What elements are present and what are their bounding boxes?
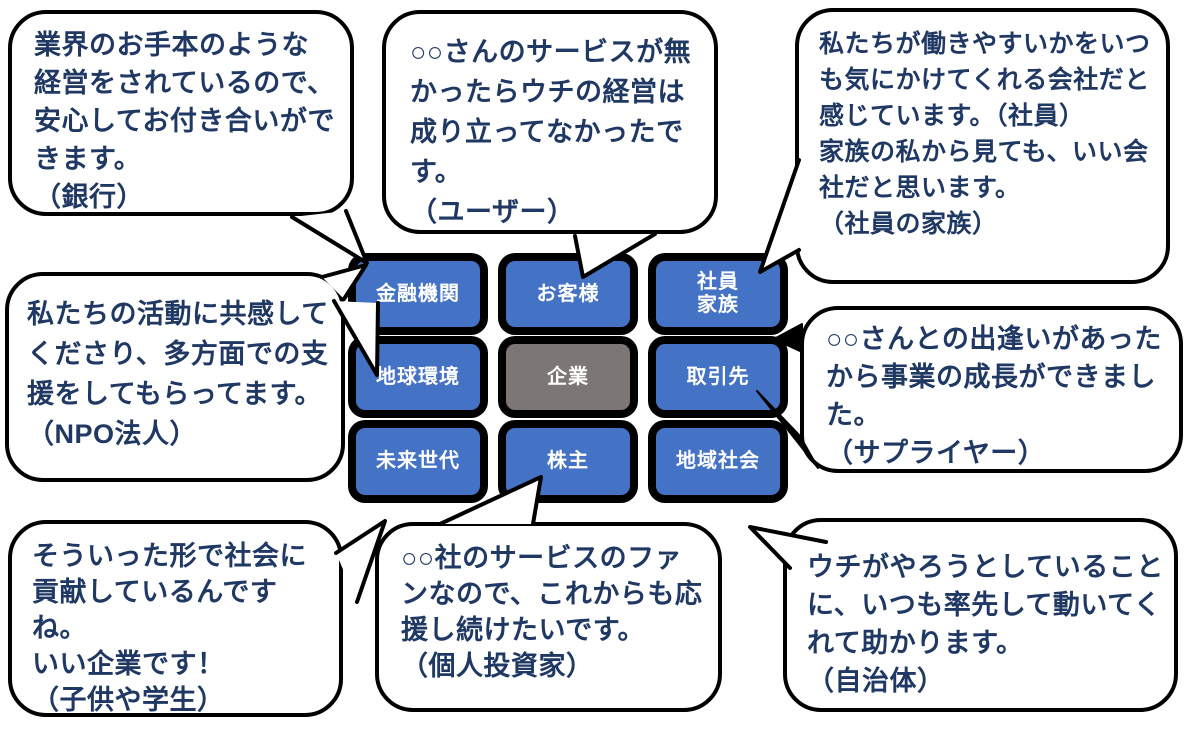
- speech-bubble-students: そういった形で社会に貢献しているんですね。 いい企業です！ （子供や学生）: [8, 520, 343, 717]
- speech-bubble-npo: 私たちの活動に共感してくださり、多方面での支援をしてもらってます。（NPO法人）: [5, 272, 345, 482]
- box-environment: 地球環境: [348, 336, 488, 418]
- box-company: 企業: [498, 336, 638, 418]
- box-community: 地域社会: [648, 420, 788, 503]
- speech-bubble-investor: ○○社のサービスのファンなので、これからも応援し続けたいです。 （個人投資家）: [375, 522, 722, 712]
- box-financial-institutions-label: 金融機関: [356, 261, 480, 327]
- box-environment-label: 地球環境: [356, 344, 480, 410]
- box-customers-label: お客様: [506, 261, 630, 327]
- box-shareholders: 株主: [498, 420, 638, 503]
- speech-bubble-user: ○○さんのサービスが無かったらウチの経営は成り立ってなかったです。 （ユーザー）: [382, 10, 718, 234]
- box-customers: お客様: [498, 253, 638, 335]
- box-employees-family: 社員 家族: [648, 253, 788, 335]
- box-company-label: 企業: [506, 344, 630, 410]
- speech-bubble-employee: 私たちが働きやすいかをいつも気にかけてくれる会社だと感じています。（社員） 家族…: [795, 8, 1170, 284]
- speech-bubble-supplier: ○○さんとの出逢いがあったから事業の成長ができました。 （サプライヤー）: [800, 306, 1183, 473]
- box-financial-institutions: 金融機関: [348, 253, 488, 335]
- speech-bubble-bank: 業界のお手本のような経営をされているので、安心してお付き合いができます。 （銀行…: [8, 10, 354, 216]
- box-future-generations-label: 未来世代: [356, 428, 480, 495]
- speech-bubble-government: ウチがやろうとしていることに、いつも率先して動いてくれて助かります。 （自治体）: [783, 518, 1178, 712]
- box-partners-label: 取引先: [656, 344, 780, 410]
- box-shareholders-label: 株主: [506, 428, 630, 495]
- box-community-label: 地域社会: [656, 428, 780, 495]
- box-partners: 取引先: [648, 336, 788, 418]
- box-future-generations: 未来世代: [348, 420, 488, 503]
- box-employees-family-label: 社員 家族: [656, 261, 780, 327]
